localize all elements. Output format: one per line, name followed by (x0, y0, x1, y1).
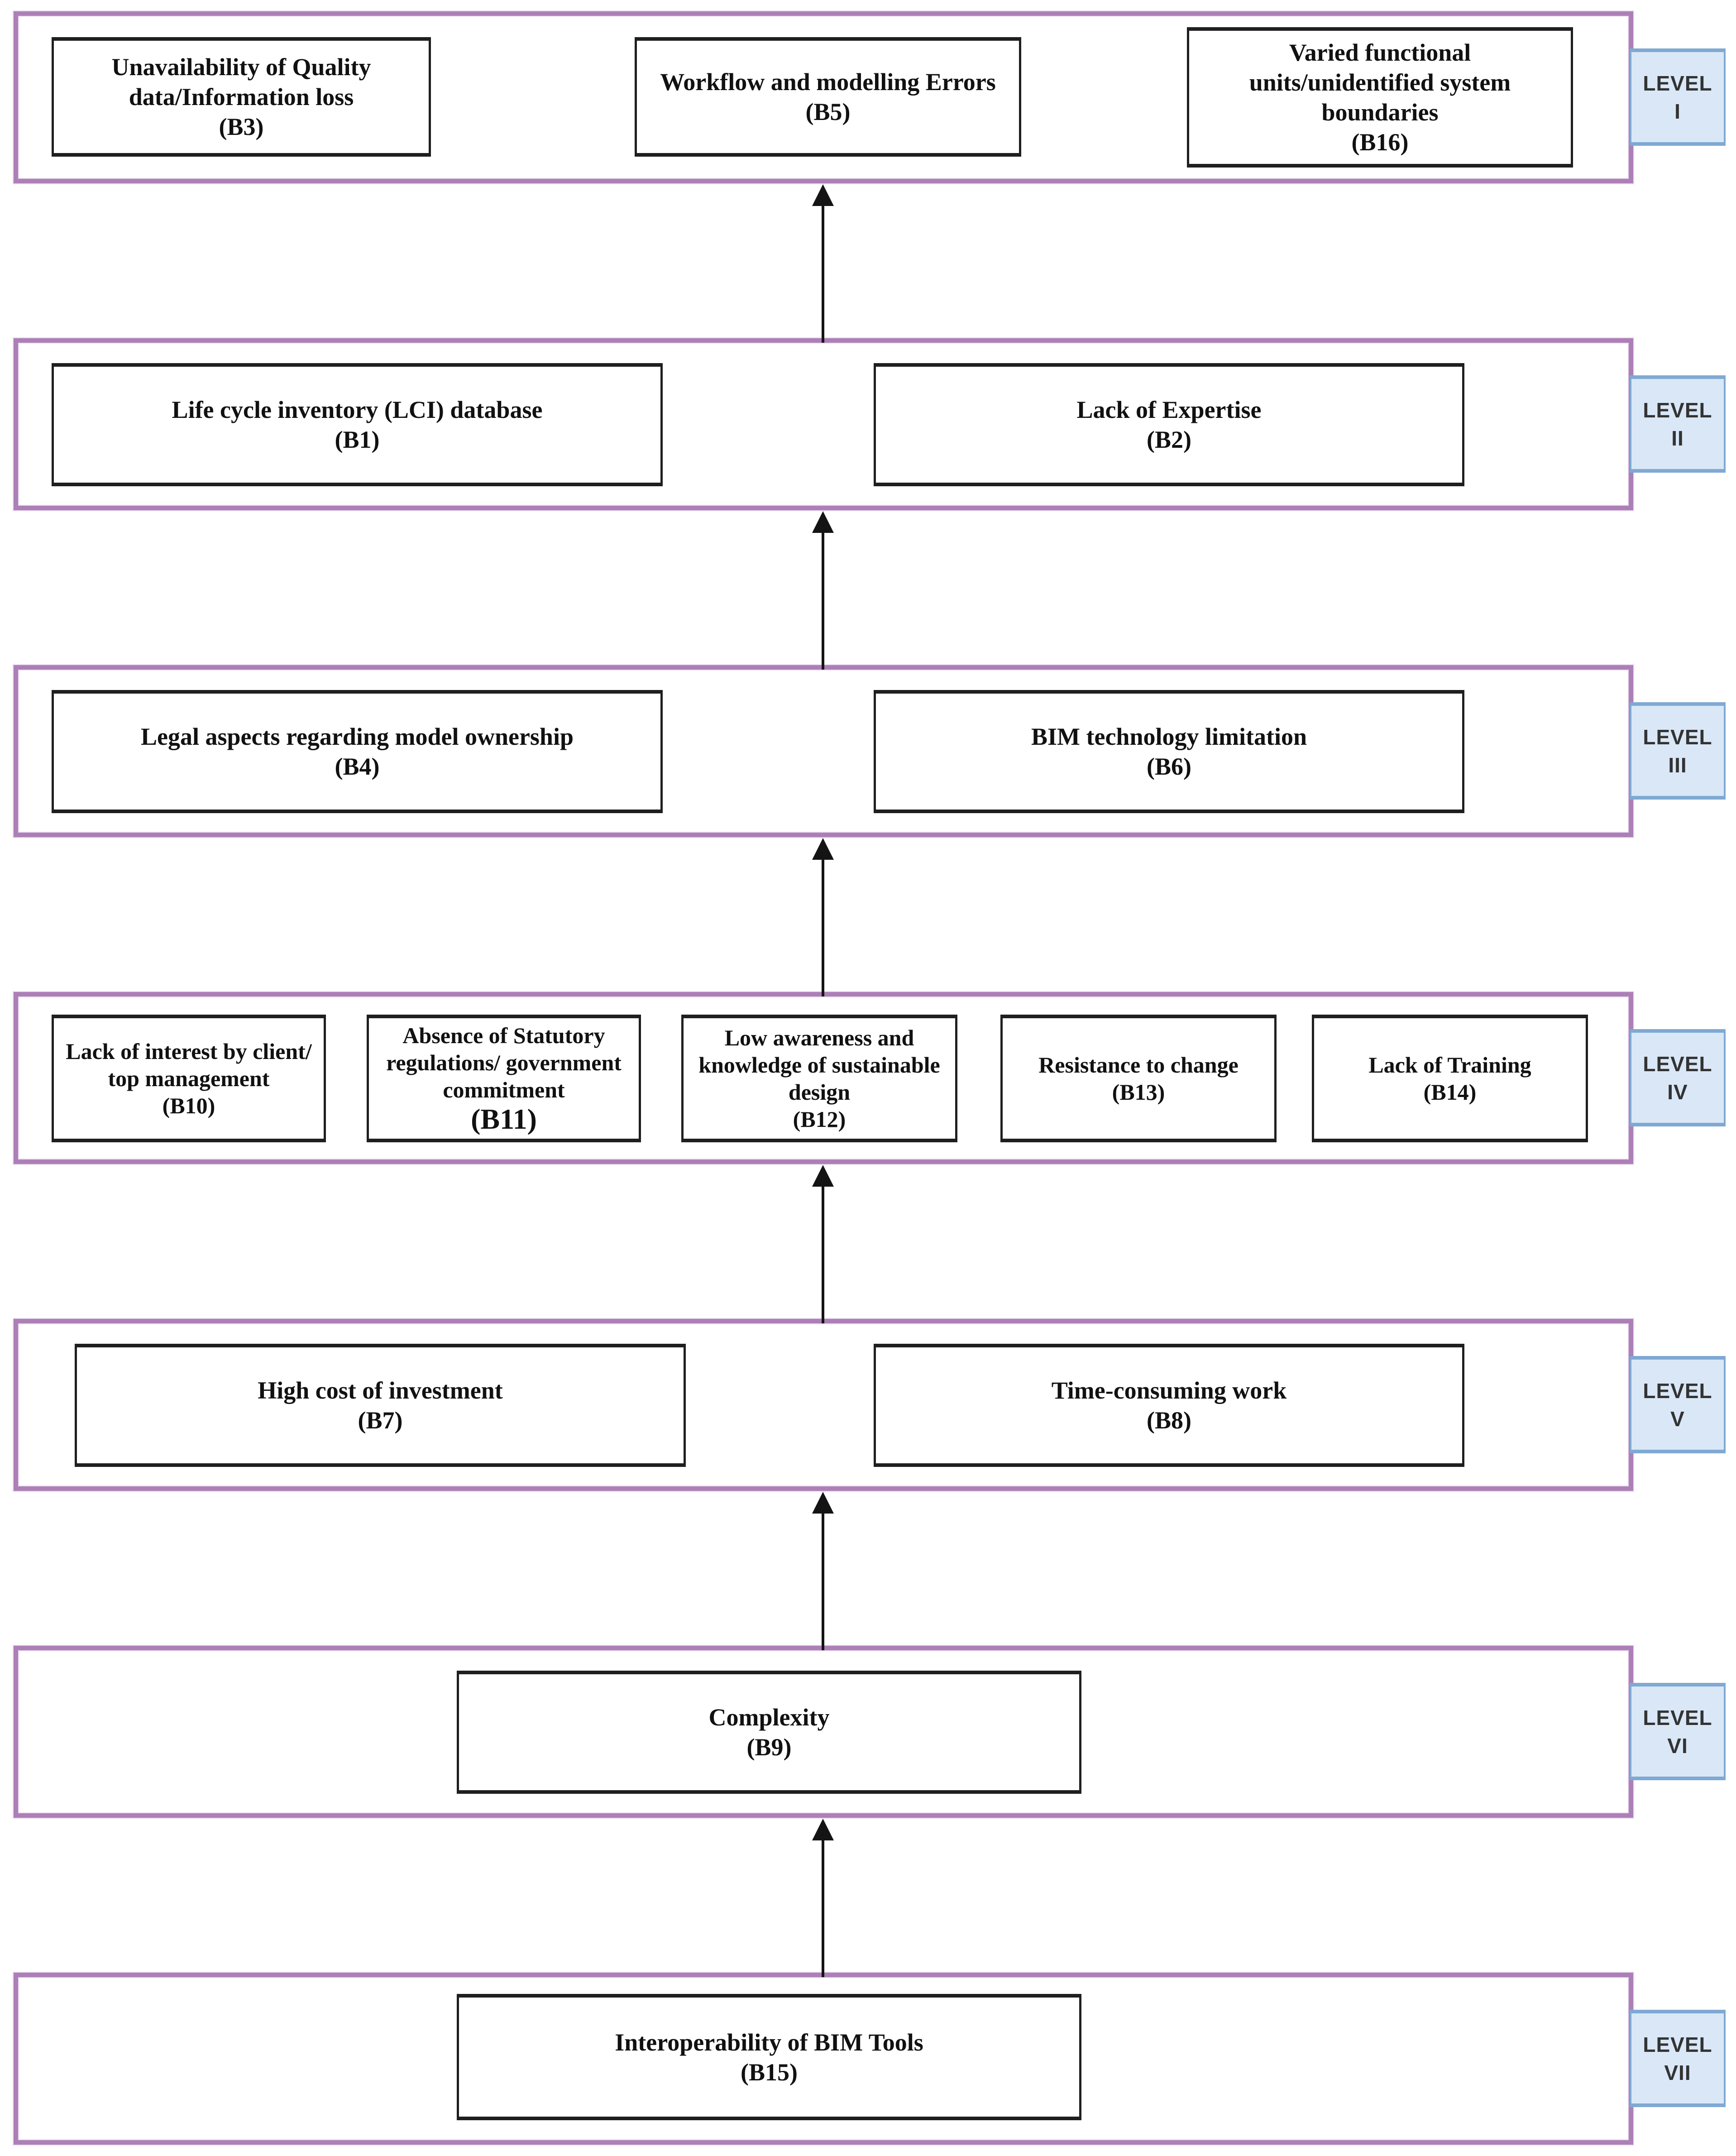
barrier-name: Absence of Statutory regulations/ govern… (386, 1023, 622, 1102)
barrier-code: (B4) (335, 753, 380, 780)
barrier-code: (B2) (1147, 426, 1191, 453)
barrier-box-b13: Resistance to change (B13) (1000, 1015, 1277, 1142)
barrier-name: Workflow and modelling Errors (660, 68, 996, 96)
up-arrow-icon (812, 511, 834, 533)
level-label-word: LEVEL (1643, 1379, 1712, 1403)
barrier-box-b2: Lack of Expertise (B2) (874, 363, 1464, 486)
barrier-code: (B5) (805, 98, 851, 125)
up-arrow-line (822, 531, 824, 670)
barrier-box-b8: Time-consuming work (B8) (874, 1344, 1464, 1467)
barrier-name: Legal aspects regarding model ownership (141, 723, 574, 750)
barrier-name: Resistance to change (1038, 1052, 1239, 1078)
up-arrow-icon (812, 184, 834, 206)
level-4-label: LEVEL IV (1630, 1029, 1726, 1126)
level-label-numeral: VI (1667, 1734, 1688, 1758)
barrier-name: Interoperability of BIM Tools (615, 2028, 923, 2056)
barrier-name: Life cycle inventory (LCI) database (172, 396, 543, 423)
level-label-numeral: II (1671, 426, 1684, 450)
up-arrow-icon (812, 1165, 834, 1187)
up-arrow-line (822, 1511, 824, 1650)
up-arrow-icon (812, 1819, 834, 1840)
barrier-box-b5: Workflow and modelling Errors (B5) (635, 37, 1021, 157)
barrier-box-b1: Life cycle inventory (LCI) database (B1) (52, 363, 663, 486)
up-arrow-line (822, 1838, 824, 1977)
barrier-box-b11: Absence of Statutory regulations/ govern… (367, 1015, 641, 1142)
up-arrow-line (822, 858, 824, 997)
level-label-word: LEVEL (1643, 725, 1712, 749)
barrier-name: Complexity (708, 1704, 830, 1731)
level-label-word: LEVEL (1643, 71, 1712, 95)
barrier-name: Lack of Training (1368, 1052, 1531, 1078)
barrier-box-b15: Interoperability of BIM Tools (B15) (457, 1994, 1081, 2120)
level-5-label: LEVEL V (1630, 1356, 1726, 1453)
barrier-box-b12: Low awareness and knowledge of sustainab… (681, 1015, 957, 1142)
barrier-name: Time-consuming work (1051, 1377, 1287, 1404)
level-1-label: LEVEL I (1630, 48, 1726, 146)
barrier-code: (B14) (1423, 1079, 1477, 1105)
level-7-label: LEVEL VII (1630, 2010, 1726, 2107)
level-label-numeral: V (1670, 1407, 1685, 1431)
barrier-code: (B8) (1147, 1407, 1191, 1434)
up-arrow-icon (812, 1492, 834, 1514)
level-3-label: LEVEL III (1630, 702, 1726, 800)
level-label-numeral: III (1668, 753, 1687, 777)
level-2-label: LEVEL II (1630, 375, 1726, 473)
level-label-word: LEVEL (1643, 1052, 1712, 1076)
up-arrow-line (822, 204, 824, 343)
barrier-box-b10: Lack of interest by client/ top manageme… (52, 1015, 326, 1142)
level-6-label: LEVEL VI (1630, 1683, 1726, 1780)
barrier-code: (B16) (1351, 129, 1409, 156)
barrier-code: (B15) (741, 2058, 798, 2086)
barrier-box-b7: High cost of investment (B7) (75, 1344, 686, 1467)
barrier-box-b4: Legal aspects regarding model ownership … (52, 690, 663, 813)
barrier-box-b14: Lack of Training (B14) (1312, 1015, 1588, 1142)
barrier-code: (B12) (793, 1107, 846, 1132)
barrier-box-b3: Unavailability of Quality data/Informati… (52, 37, 431, 157)
level-label-word: LEVEL (1643, 398, 1712, 422)
barrier-name: Unavailability of Quality data/Informati… (111, 53, 371, 110)
barrier-name: Varied functional units/unidentified sys… (1249, 39, 1511, 126)
barrier-code: (B11) (471, 1103, 537, 1135)
up-arrow-line (822, 1184, 824, 1323)
barrier-code: (B10) (162, 1093, 215, 1118)
barrier-name: BIM technology limitation (1031, 723, 1307, 750)
barrier-code: (B9) (746, 1734, 792, 1761)
barrier-box-b6: BIM technology limitation (B6) (874, 690, 1464, 813)
level-label-word: LEVEL (1643, 1706, 1712, 1730)
barrier-box-b9: Complexity (B9) (457, 1671, 1081, 1794)
barrier-code: (B6) (1147, 753, 1191, 780)
barrier-code: (B7) (358, 1407, 403, 1434)
level-label-numeral: I (1674, 99, 1681, 123)
level-label-numeral: IV (1667, 1080, 1688, 1104)
barrier-name: Lack of Expertise (1076, 396, 1262, 423)
barrier-name: Lack of interest by client/ top manageme… (66, 1039, 312, 1091)
barrier-box-b16: Varied functional units/unidentified sys… (1187, 27, 1573, 168)
barrier-code: (B13) (1112, 1079, 1165, 1105)
up-arrow-icon (812, 838, 834, 860)
barrier-code: (B3) (219, 113, 264, 140)
level-label-numeral: VII (1664, 2060, 1691, 2084)
barrier-code: (B1) (335, 426, 380, 453)
barrier-name: Low awareness and knowledge of sustainab… (698, 1025, 940, 1105)
level-label-word: LEVEL (1643, 2032, 1712, 2056)
barrier-name: High cost of investment (258, 1377, 503, 1404)
